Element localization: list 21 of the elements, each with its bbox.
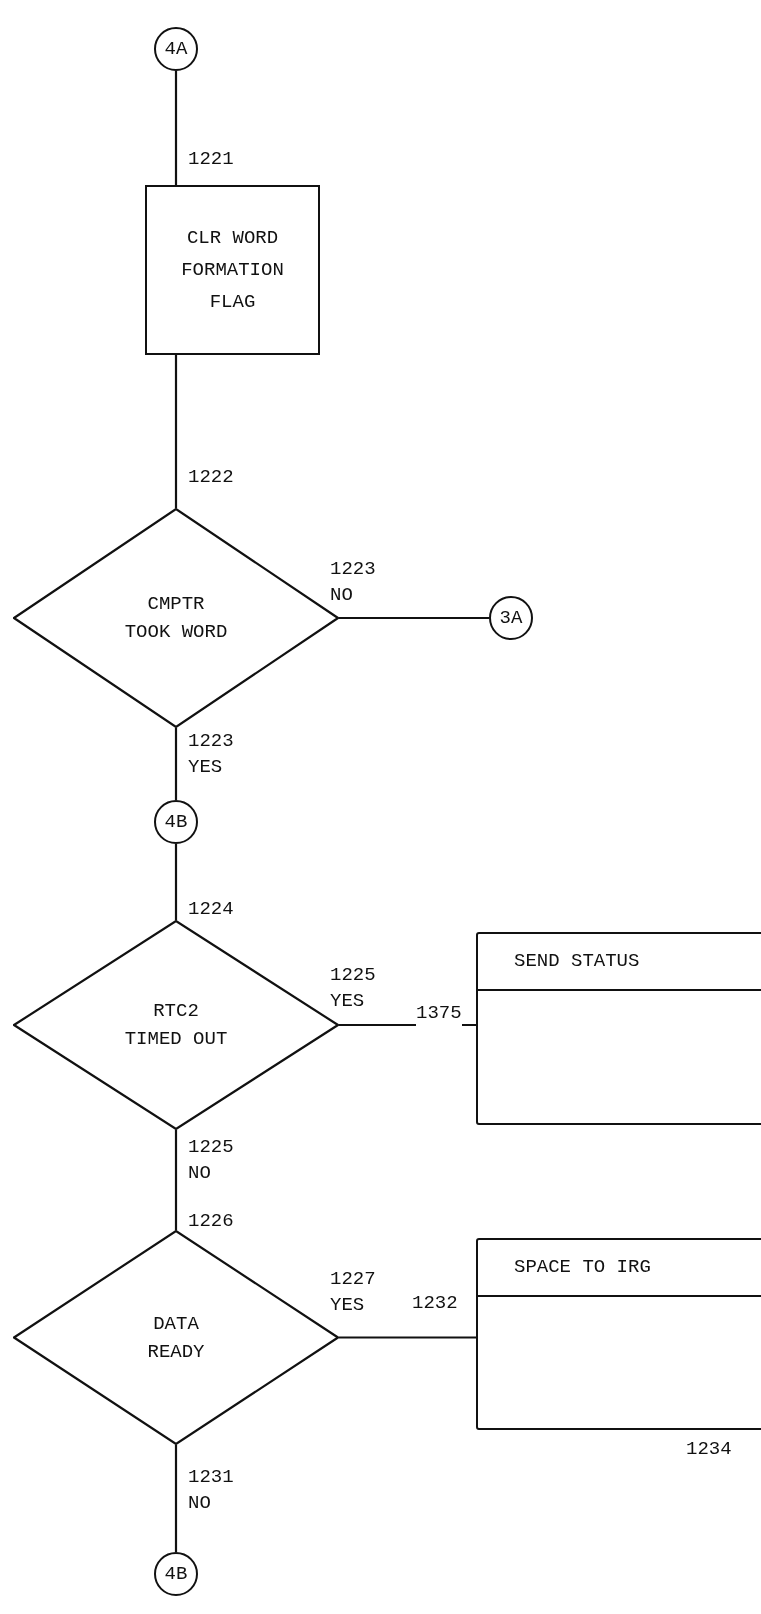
- connector-line: [174, 844, 178, 920]
- subroutine-box: [476, 1238, 761, 1430]
- connector-label: 3A: [499, 605, 523, 631]
- connector-line: [174, 355, 178, 508]
- decision-text: CMPTR TOOK WORD: [124, 592, 228, 645]
- subroutine-box: [476, 932, 761, 1125]
- connector-line: [339, 616, 489, 620]
- process-box: [145, 185, 320, 355]
- connector-line: [174, 1445, 178, 1552]
- connector-line: [174, 71, 178, 185]
- connector-line: [339, 1336, 476, 1339]
- decision-text: DATA READY: [146, 1311, 206, 1365]
- process-text: CLR WORD FORMATION FLAG: [180, 226, 285, 315]
- connector-line: [174, 1130, 178, 1230]
- connector-label: 4B: [164, 809, 188, 835]
- subroutine-title: SPACE TO IRG: [513, 1255, 651, 1281]
- connector-label: 4A: [164, 36, 188, 62]
- subroutine-title: SEND STATUS: [513, 949, 640, 975]
- decision-text: RTC2 TIMED OUT: [124, 999, 228, 1052]
- connector-line: [174, 728, 178, 800]
- connector-label: 4B: [164, 1561, 188, 1587]
